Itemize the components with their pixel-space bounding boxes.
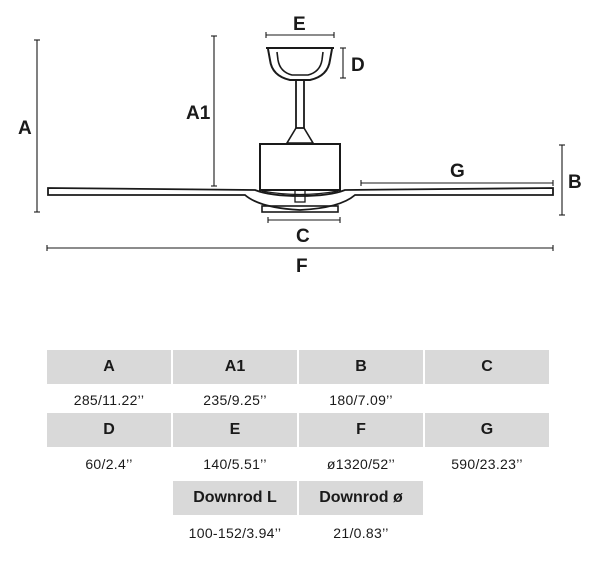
- label-d: D: [351, 55, 365, 76]
- table-value-f: ø1320/52’’: [326, 456, 396, 472]
- label-g: G: [450, 161, 465, 182]
- downrod: [285, 79, 315, 144]
- table-value-e: 140/5.51’’: [203, 456, 267, 472]
- motor-housing: [259, 143, 341, 191]
- table-header-downrod-diameter: Downrod ø: [299, 481, 423, 515]
- table-value-downrod-diameter: 21/0.83’’: [333, 525, 389, 541]
- table-value-c: [425, 387, 549, 413]
- table-header-c: C: [425, 350, 549, 384]
- label-e: E: [293, 14, 306, 35]
- bottom-cap: [261, 189, 339, 213]
- table-header-f: F: [299, 413, 423, 447]
- table-value-a1: 235/9.25’’: [203, 392, 267, 408]
- table-header-e: E: [173, 413, 297, 447]
- table-header-d: D: [47, 413, 171, 447]
- table-value-downrod-length: 100-152/3.94’’: [188, 525, 282, 541]
- table-header-a: A: [47, 350, 171, 384]
- label-a1: A1: [186, 103, 211, 124]
- table-header-b: B: [299, 350, 423, 384]
- table-header-g: G: [425, 413, 549, 447]
- table-value-g: 590/23.23’’: [451, 456, 523, 472]
- table-value-a: 285/11.22’’: [73, 392, 145, 408]
- label-a: A: [18, 118, 32, 139]
- table-value-b: 180/7.09’’: [329, 392, 393, 408]
- table-value-d: 60/2.4’’: [85, 456, 133, 472]
- canopy: [266, 47, 334, 81]
- table-header-downrod-length: Downrod L: [173, 481, 297, 515]
- label-f: F: [296, 256, 308, 277]
- ceiling-fan-dimension-diagram: A A1 E D G B C F: [18, 14, 582, 277]
- label-c: C: [296, 226, 310, 247]
- label-b: B: [568, 172, 582, 193]
- table-header-a1: A1: [173, 350, 297, 384]
